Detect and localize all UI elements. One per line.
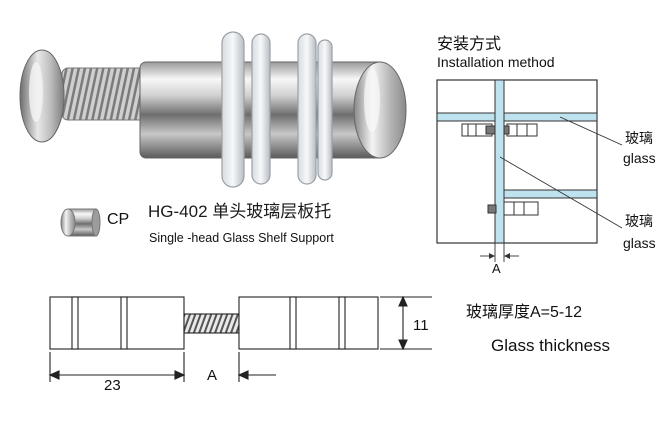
glass-label-2-en: glass xyxy=(623,235,656,251)
lower-shelf xyxy=(503,189,598,199)
glass-thickness-en: Glass thickness xyxy=(491,336,611,355)
dimension-drawing xyxy=(48,295,432,382)
dimension-length-label: 23 xyxy=(104,377,121,394)
support-pin-lower xyxy=(487,201,539,216)
dimension-height-label: 11 xyxy=(413,317,429,334)
gap-label-small: A xyxy=(492,261,501,276)
rubber-rings xyxy=(221,31,333,188)
installation-title-en: Installation method xyxy=(437,54,555,70)
glass-label-1-en: glass xyxy=(623,150,656,166)
end-cap xyxy=(353,61,407,159)
dimension-gap-label: A xyxy=(207,367,218,384)
installation-title-cn: 安装方式 xyxy=(437,36,502,53)
vertical-glass xyxy=(494,79,505,244)
finish-code-label: CP xyxy=(107,211,130,228)
screw-thread xyxy=(61,67,153,121)
installation-diagram xyxy=(436,79,623,262)
cp-swatch xyxy=(60,208,101,237)
glass-label-2-cn: 玻璃 xyxy=(625,213,653,229)
support-pin-top xyxy=(461,123,538,137)
glass-thickness-cn: 玻璃厚度A=5-12 xyxy=(466,304,583,321)
product-photo xyxy=(19,31,407,188)
top-shelf-right xyxy=(503,112,598,122)
product-model-title: HG-402 单头玻璃层板托 xyxy=(148,202,332,221)
top-shelf-left xyxy=(436,112,496,122)
glass-label-1-cn: 玻璃 xyxy=(625,130,653,146)
product-subtitle: Single -head Glass Shelf Support xyxy=(149,231,334,245)
